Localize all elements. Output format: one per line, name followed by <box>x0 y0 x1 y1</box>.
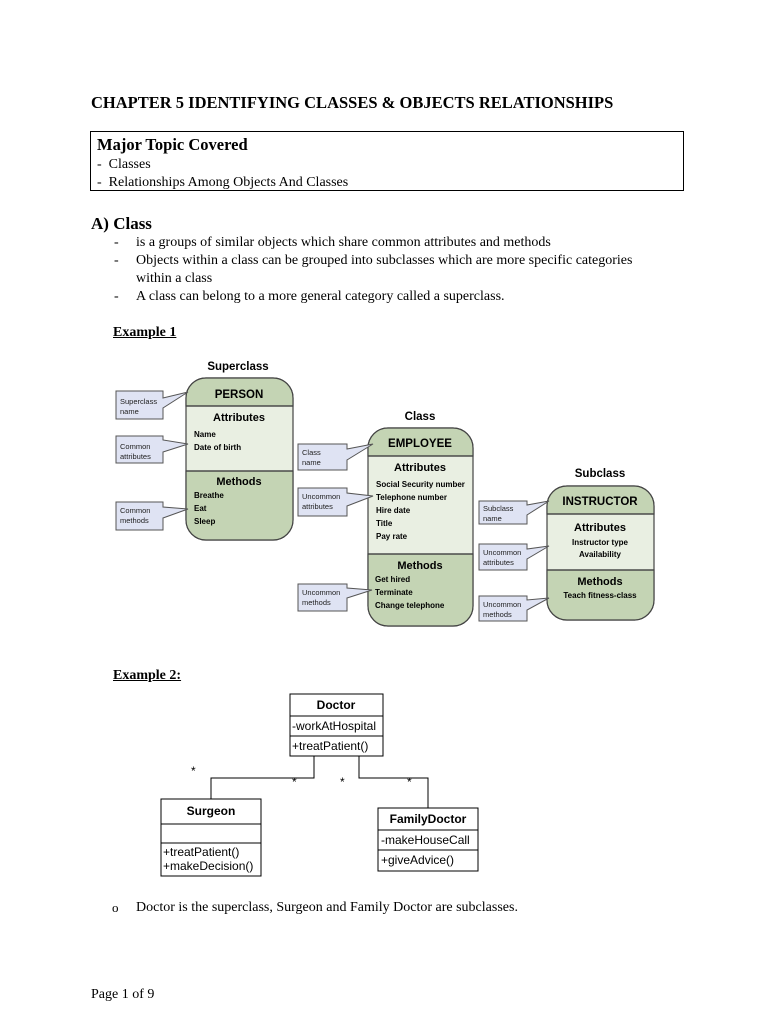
page-number: Page 1 of 9 <box>91 987 155 1002</box>
topic-box: Major Topic Covered - Classes - Relation… <box>90 131 684 191</box>
callout-text: Uncommon <box>302 588 340 597</box>
employee-class-box: EMPLOYEE Attributes Social Security numb… <box>367 427 474 627</box>
page-title: CHAPTER 5 IDENTIFYING CLASSES & OBJECTS … <box>91 93 614 112</box>
bullet-dash: - <box>114 253 119 268</box>
callout-text: Common <box>120 442 150 451</box>
person-method: Eat <box>194 504 207 513</box>
callout-uncommon-methods-1 <box>297 583 373 612</box>
multiplicity-mark: * <box>407 775 412 789</box>
family-doctor-method: +giveAdvice() <box>381 853 454 867</box>
doctor-name: Doctor <box>317 698 356 712</box>
bullet-dash: - <box>114 289 119 304</box>
topic-item: - Classes <box>97 157 151 172</box>
callout-text: name <box>483 514 502 523</box>
callout-text: attributes <box>120 452 151 461</box>
callout-text: Common <box>120 506 150 515</box>
callout-text: Uncommon <box>302 492 340 501</box>
example-2-label: Example 2: <box>113 668 182 683</box>
multiplicity-mark: * <box>292 775 297 789</box>
instructor-methods-heading: Methods <box>577 576 622 588</box>
callout-text: methods <box>302 598 331 607</box>
person-attr: Date of birth <box>194 443 241 452</box>
employee-name: EMPLOYEE <box>388 438 452 450</box>
callout-text: attributes <box>302 502 333 511</box>
person-class-box: PERSON Attributes Name Date of birth Met… <box>185 377 294 541</box>
uml-diagram: Doctor -workAtHospital +treatPatient() *… <box>160 693 479 877</box>
example-1-label: Example 1 <box>113 325 177 340</box>
employee-attr: Title <box>376 519 393 528</box>
section-heading: A) Class <box>91 214 152 233</box>
surgeon-method: +treatPatient() <box>163 845 239 859</box>
family-doctor-name: FamilyDoctor <box>390 812 467 826</box>
bullet-text: A class can belong to a more general cat… <box>136 289 505 304</box>
employee-attr: Hire date <box>376 506 411 515</box>
callout-text: Uncommon <box>483 600 521 609</box>
person-attr: Name <box>194 430 216 439</box>
list-marker: o <box>112 900 119 915</box>
callout-uncommon-attributes-1 <box>297 487 374 517</box>
person-method: Sleep <box>194 517 215 526</box>
subclass-title: Subclass <box>575 468 626 480</box>
instructor-method: Teach fitness-class <box>563 591 637 600</box>
person-method: Breathe <box>194 491 224 500</box>
callout-superclass-name <box>115 390 189 420</box>
callout-text: name <box>120 407 139 416</box>
employee-method: Change telephone <box>375 601 445 610</box>
bullet-text: within a class <box>136 271 213 286</box>
instructor-class-box: INSTRUCTOR Attributes Instructor type Av… <box>546 485 655 621</box>
surgeon-name: Surgeon <box>187 804 236 818</box>
callout-text: Subclass <box>483 504 514 513</box>
instructor-attr: Instructor type <box>572 538 629 547</box>
summary-note: Doctor is the superclass, Surgeon and Fa… <box>136 900 518 915</box>
topic-heading: Major Topic Covered <box>97 135 248 154</box>
callout-uncommon-methods-2 <box>478 595 550 622</box>
employee-method: Get hired <box>375 575 410 584</box>
employee-attr: Social Security number <box>376 480 465 489</box>
callout-text: name <box>302 458 321 467</box>
callout-common-methods <box>115 501 189 531</box>
employee-method: Terminate <box>375 588 413 597</box>
callout-common-attributes <box>115 435 189 464</box>
instructor-name: INSTRUCTOR <box>562 496 638 508</box>
family-doctor-class <box>377 807 479 872</box>
doctor-attr: -workAtHospital <box>292 719 376 733</box>
instructor-attr: Availability <box>579 550 621 559</box>
callout-text: Class <box>302 448 321 457</box>
callout-class-name <box>297 443 374 471</box>
class-title: Class <box>405 411 436 423</box>
bullet-text: Objects within a class can be grouped in… <box>136 253 633 268</box>
surgeon-class <box>160 798 262 877</box>
multiplicity-mark: * <box>191 764 196 778</box>
superclass-title: Superclass <box>207 361 268 373</box>
person-name: PERSON <box>215 389 264 401</box>
callout-subclass-name <box>478 500 550 525</box>
instructor-attr-heading: Attributes <box>574 522 626 534</box>
person-attr-heading: Attributes <box>213 412 265 424</box>
multiplicity-mark: * <box>340 775 345 789</box>
doctor-method: +treatPatient() <box>292 739 368 753</box>
callout-text: attributes <box>483 558 514 567</box>
callout-uncommon-attributes-2 <box>478 543 550 571</box>
person-methods-heading: Methods <box>216 476 261 488</box>
callout-text: methods <box>120 516 149 525</box>
callout-text: Superclass <box>120 397 157 406</box>
callout-text: methods <box>483 610 512 619</box>
bullet-text: is a groups of similar objects which sha… <box>136 235 551 250</box>
family-doctor-attr: -makeHouseCall <box>381 833 470 847</box>
surgeon-method: +makeDecision() <box>163 859 253 873</box>
employee-attr-heading: Attributes <box>394 462 446 474</box>
bullet-dash: - <box>114 235 119 250</box>
employee-methods-heading: Methods <box>397 560 442 572</box>
employee-attr: Pay rate <box>376 532 408 541</box>
doctor-class <box>289 693 384 757</box>
topic-item: - Relationships Among Objects And Classe… <box>97 175 349 190</box>
callout-text: Uncommon <box>483 548 521 557</box>
employee-attr: Telephone number <box>376 493 447 502</box>
